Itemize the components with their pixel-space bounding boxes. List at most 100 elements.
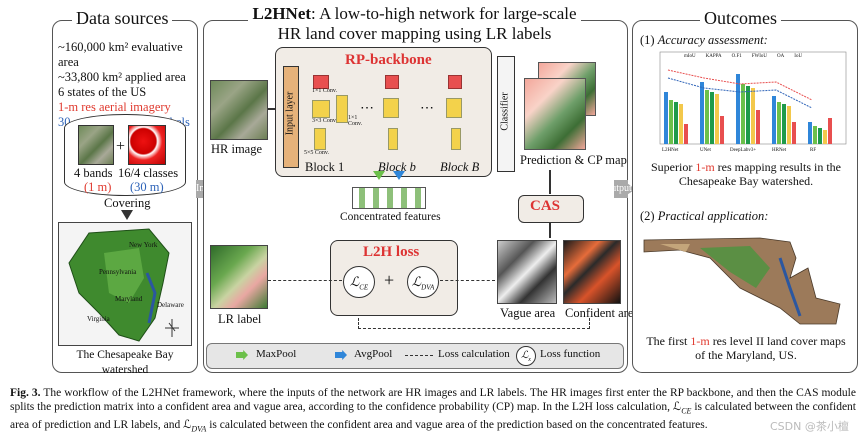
legend-loss-fn-label: Loss function	[540, 348, 601, 360]
accuracy-bar	[792, 122, 796, 144]
title-rest: : A low-to-high network for large-scale	[311, 4, 577, 23]
covering-label: Covering	[104, 196, 151, 210]
vague-area-image	[497, 240, 557, 304]
accuracy-bar	[787, 106, 791, 144]
app-heading: (2) Practical application:	[640, 209, 768, 224]
legend-maxpool-label: MaxPool	[256, 348, 297, 360]
bands-res: (1 m)	[84, 180, 112, 194]
csdn-watermark: CSDN @茶小檀	[770, 420, 849, 433]
rp-backbone-title: RP-backbone	[345, 52, 432, 68]
app-text-1: The first	[646, 334, 691, 348]
accuracy-bar	[720, 116, 724, 144]
block1-output-cube	[336, 95, 348, 123]
classifier-label: Classifier	[499, 92, 511, 131]
legend-loss-calc-label: Loss calculation	[438, 348, 510, 360]
legend-bar	[206, 343, 624, 369]
maryland-map-svg	[643, 237, 841, 325]
model-label-3: HRNet	[772, 148, 787, 153]
acc-text: Superior 1-m res mapping results in the …	[640, 160, 852, 188]
applied-area: ~33,800 km² applied area	[58, 70, 186, 84]
states-count: 6 states of the US	[58, 85, 147, 99]
confident-area-label: Confident area	[565, 306, 639, 320]
classifier-bar	[497, 56, 515, 172]
app-title: Practical application:	[657, 209, 769, 223]
l-dva-node: ℒDVA	[407, 266, 439, 298]
blockb-label: Block b	[378, 160, 416, 174]
covering-arrow	[121, 210, 133, 220]
blockB-yellow-cube	[446, 98, 462, 118]
areas-to-loss-arrow	[440, 280, 495, 281]
concat-features	[352, 187, 426, 209]
legend-oa: OA	[777, 54, 785, 59]
accuracy-bar	[664, 92, 668, 144]
legend-sym: ℒ	[521, 350, 529, 361]
blockb-yellow-cube	[383, 98, 399, 118]
watershed-svg	[68, 228, 179, 342]
conv5-label: 5×5 Conv.	[304, 150, 329, 156]
l-ce-sub: CE	[359, 283, 369, 292]
caption-fig: Fig. 3.	[10, 387, 41, 399]
dots-2: ⋯	[420, 101, 434, 116]
accuracy-bar	[741, 84, 745, 144]
legend-avgpool-label: AvgPool	[354, 348, 393, 360]
accuracy-bar	[828, 118, 832, 144]
blockB-label: Block B	[440, 160, 480, 174]
title-bold: L2HNet	[252, 4, 312, 23]
block1-red-cube	[313, 75, 329, 89]
title-line2: HR land cover mapping using LR labels	[277, 24, 552, 43]
legend-dashed-icon	[405, 355, 433, 356]
map-caption: The Chesapeake Bay watershed	[76, 349, 174, 376]
plus-sign: +	[116, 138, 126, 155]
caption-text2: is calculated between the confident area…	[10, 401, 856, 432]
l-ce-symbol: ℒ	[349, 274, 360, 289]
l-ce-node: ℒCE	[343, 266, 375, 298]
accuracy-bar	[823, 130, 827, 144]
block1-yellow-small	[314, 128, 326, 150]
bottom-loss-path	[358, 318, 590, 329]
map-label-de: Delaware	[157, 301, 184, 309]
accuracy-bar	[669, 100, 673, 144]
accuracy-chart: L2HNet UNet DeepLabv3+ HRNet RF mIoU KAP…	[638, 48, 850, 160]
acc-text-2: res mapping results in the Chesapeake Ba…	[678, 160, 841, 188]
conv1b-label: 1×1 Conv.	[348, 115, 363, 127]
blockb-red-cube	[385, 75, 399, 89]
hr-image	[210, 80, 268, 140]
legend-maxpool-icon	[236, 350, 248, 360]
accuracy-bar	[751, 88, 755, 144]
l2h-loss-title: L2H loss	[363, 244, 420, 260]
legend-fwiou: FWIoU	[751, 54, 768, 59]
model-label-0: L2HNet	[662, 148, 679, 153]
output-arrow-label: Output	[604, 183, 632, 194]
cas-box	[518, 195, 584, 223]
l-dva-symbol: ℒ	[411, 274, 422, 289]
aerial-thumbnail	[78, 125, 114, 165]
accuracy-bar	[813, 126, 817, 144]
legend-avgpool-icon	[335, 350, 347, 360]
prediction-cp-label: Prediction & CP map	[520, 153, 627, 167]
figure-caption: Fig. 3. The workflow of the L2HNet frame…	[10, 386, 856, 437]
bands-label: 4 bands	[74, 166, 113, 180]
accuracy-bar	[710, 92, 714, 144]
hr-image-label: HR image	[211, 142, 263, 156]
accuracy-bar	[715, 94, 719, 144]
cas-label: CAS	[530, 198, 561, 214]
accuracy-bar	[782, 104, 786, 144]
vague-area-label: Vague area	[500, 306, 556, 320]
app-prefix: (2)	[640, 209, 658, 223]
pred-to-cas-arrow	[549, 170, 551, 194]
map-label-va: Virginia	[87, 315, 110, 323]
accuracy-bar	[674, 102, 678, 144]
map-label-ny: New York	[129, 241, 158, 249]
legend-loss-fn-icon: ℒx	[516, 346, 536, 366]
accuracy-bar	[705, 90, 709, 144]
model-label-4: RF	[810, 148, 817, 153]
data-sources-title: Data sources	[72, 8, 173, 29]
caption-text3: is calculated between the confident area…	[206, 419, 708, 432]
loss-plus: +	[384, 270, 395, 290]
outcomes-title: Outcomes	[700, 8, 781, 29]
confident-area-image	[563, 240, 621, 304]
accuracy-bar	[684, 124, 688, 144]
conv1-label: 1×1 Conv.	[312, 88, 337, 94]
model-label-2: DeepLabv3+	[730, 148, 757, 153]
accuracy-bar	[700, 82, 704, 144]
